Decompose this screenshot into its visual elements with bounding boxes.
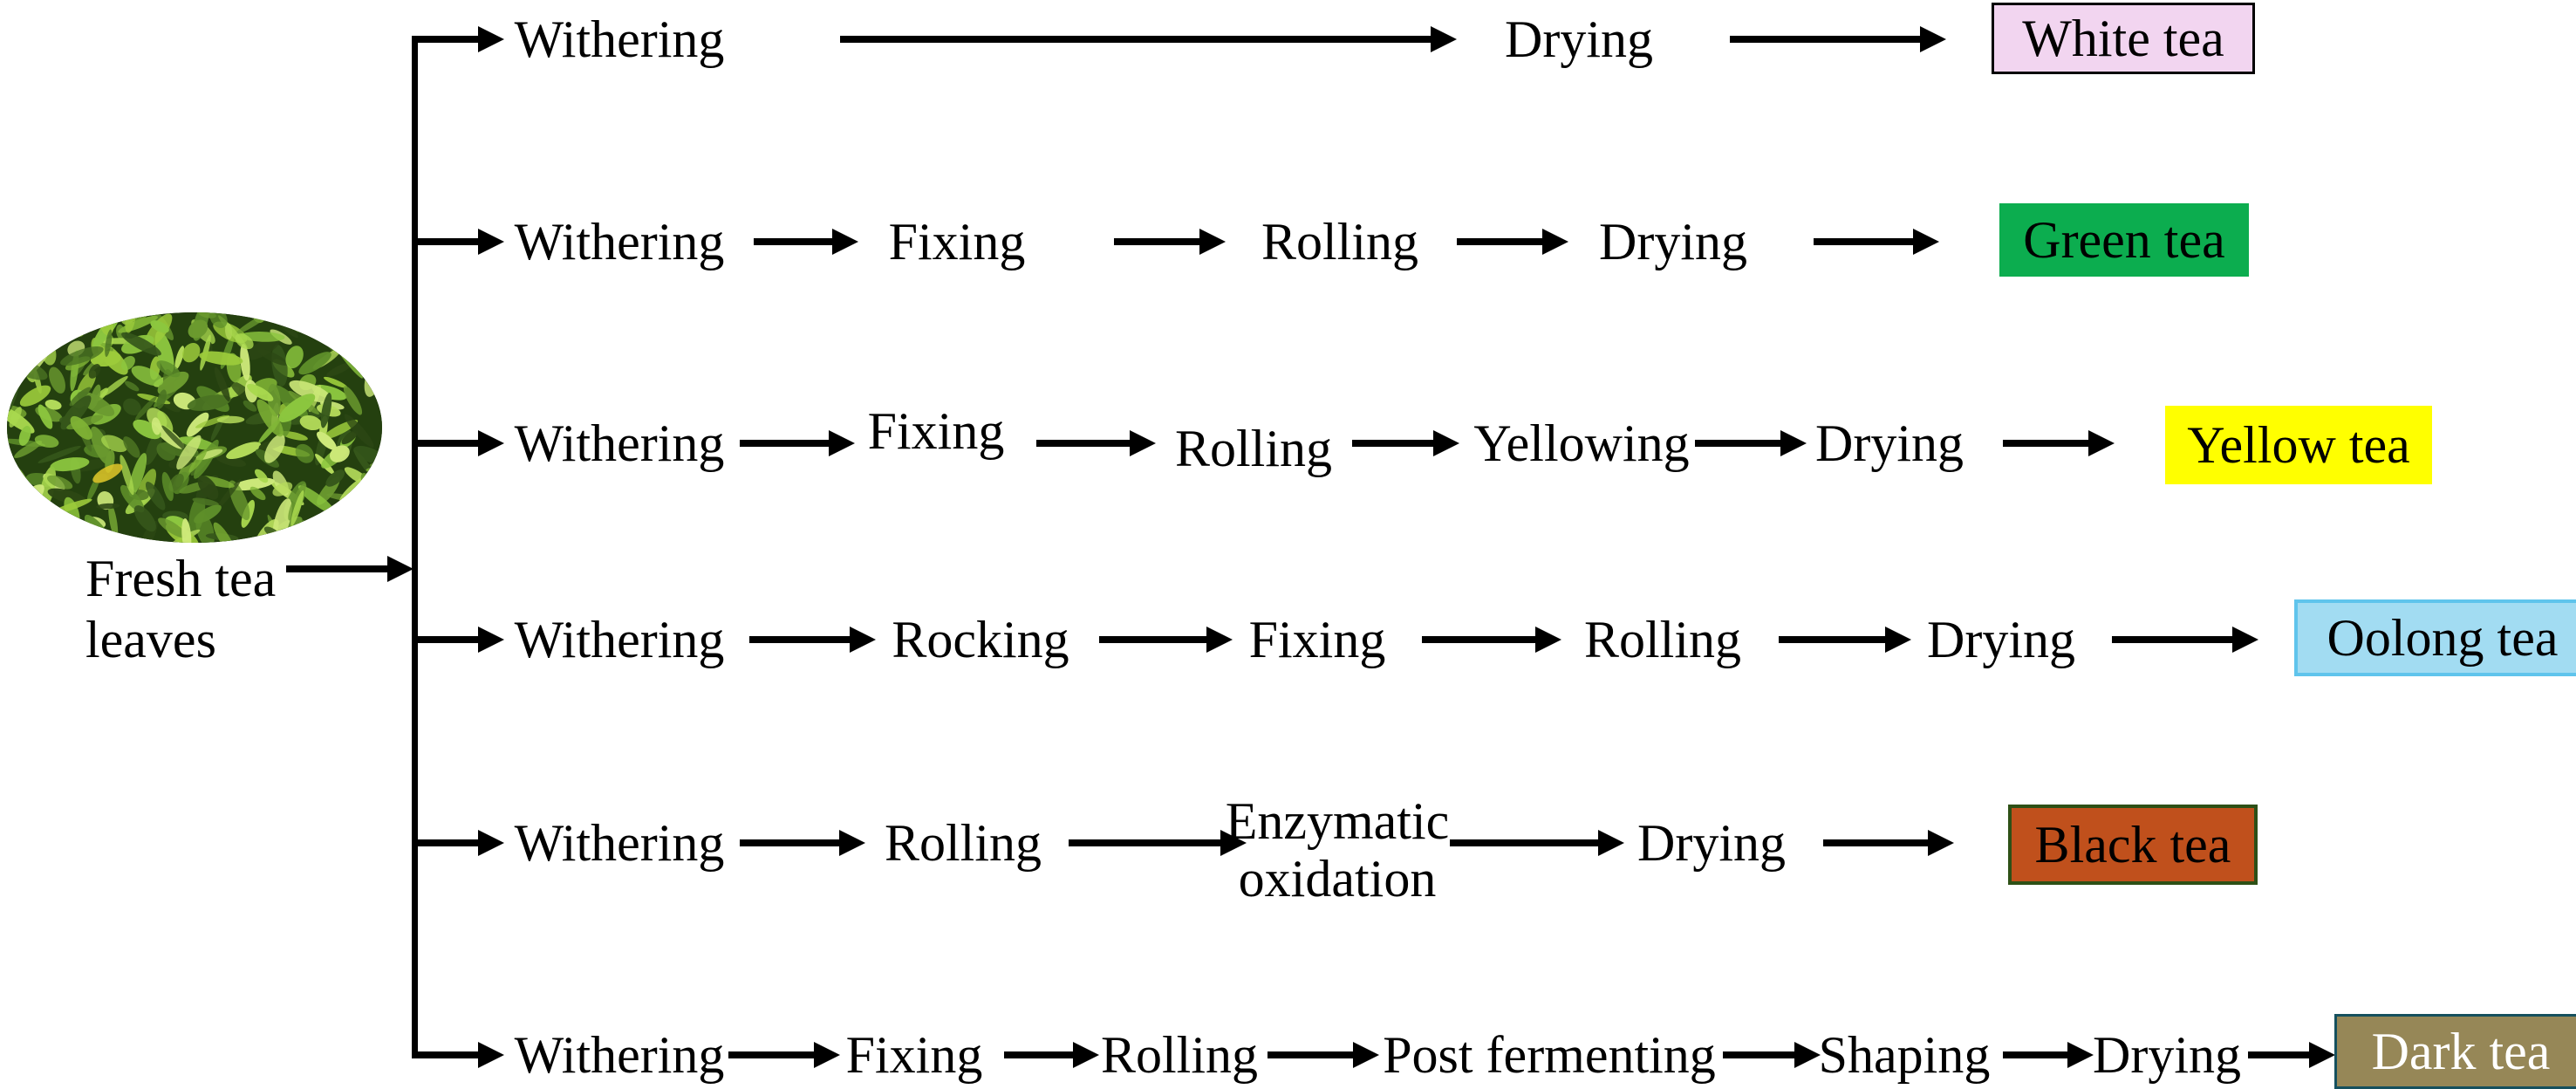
flow-arrow: [2112, 636, 2258, 643]
branch-arrow-row6: [412, 1051, 504, 1058]
product-label: Yellow tea: [2187, 415, 2410, 474]
flow-arrow: [1779, 636, 1911, 643]
flow-arrow: [1099, 636, 1233, 643]
branch-arrow-row2: [412, 238, 504, 245]
step-label: Drying: [2093, 1026, 2241, 1084]
flow-arrow: [2248, 1051, 2335, 1058]
product-box-green-tea: Green tea: [1999, 203, 2249, 277]
product-label: White tea: [2022, 9, 2224, 67]
flow-arrow: [740, 839, 865, 846]
step-label: Withering: [514, 611, 725, 668]
source-label: Fresh tea leaves: [85, 550, 277, 668]
product-box-black-tea: Black tea: [2008, 805, 2258, 885]
step-label: Rolling: [1174, 420, 1333, 477]
flow-arrow: [1730, 36, 1946, 43]
product-box-dark-tea: Dark tea: [2334, 1014, 2576, 1089]
flow-arrow: [1036, 440, 1156, 447]
branch-trunk-line: [412, 36, 418, 1058]
step-label: Drying: [1599, 213, 1747, 271]
flow-arrow: [1422, 636, 1561, 643]
step-label: Rolling: [884, 814, 1042, 872]
product-box-oolong-tea: Oolong tea: [2294, 599, 2576, 676]
step-label: Rolling: [1100, 1026, 1259, 1084]
step-label: Rocking: [892, 611, 1069, 668]
flow-arrow: [740, 440, 855, 447]
step-label: Withering: [514, 10, 725, 68]
flow-arrow: [1823, 839, 1954, 846]
flow-arrow: [749, 636, 876, 643]
flow-arrow: [1695, 440, 1807, 447]
step-label: Fixing: [1248, 611, 1386, 668]
product-box-yellow-tea: Yellow tea: [2165, 406, 2432, 484]
step-label: Fixing: [845, 1026, 983, 1084]
flow-arrow: [1069, 839, 1247, 846]
step-label: Rolling: [1261, 213, 1419, 271]
step-label: Drying: [1927, 611, 2075, 668]
flow-arrow: [1114, 238, 1226, 245]
product-box-white-tea: White tea: [1992, 3, 2255, 74]
product-label: Dark tea: [2371, 1022, 2551, 1080]
step-label: Fixing: [867, 402, 1005, 460]
product-label: Oolong tea: [2327, 608, 2559, 667]
flow-arrow: [1004, 1051, 1099, 1058]
branch-arrow-row4: [412, 636, 504, 643]
step-label: Drying: [1505, 10, 1653, 68]
flow-arrow: [1450, 839, 1624, 846]
step-label: Enzymatic oxidation: [1225, 792, 1450, 908]
step-label: Withering: [514, 814, 725, 872]
step-label: Post fermenting: [1383, 1026, 1716, 1084]
flow-arrow: [728, 1051, 840, 1058]
flow-arrow: [1814, 238, 1939, 245]
flow-arrow: [1723, 1051, 1821, 1058]
flow-arrow: [1352, 440, 1459, 447]
source-arrow: [286, 565, 413, 572]
step-label: Drying: [1815, 414, 1964, 472]
step-label: Yellowing: [1473, 414, 1690, 472]
step-label: Withering: [514, 1026, 725, 1084]
step-label: Withering: [514, 414, 725, 472]
flow-arrow: [1268, 1051, 1379, 1058]
step-label: Shaping: [1818, 1026, 1991, 1084]
step-label: Fixing: [888, 213, 1026, 271]
step-label: Withering: [514, 213, 725, 271]
flow-arrow: [2003, 1051, 2094, 1058]
step-label: Rolling: [1583, 611, 1742, 668]
product-label: Black tea: [2034, 815, 2231, 873]
step-label: Drying: [1637, 814, 1786, 872]
flow-arrow: [754, 238, 858, 245]
flow-arrow: [840, 36, 1457, 43]
flow-arrow: [2003, 440, 2115, 447]
branch-arrow-row3: [412, 440, 504, 447]
flow-arrow: [1457, 238, 1568, 245]
product-label: Green tea: [2023, 210, 2225, 269]
branch-arrow-row5: [412, 839, 504, 846]
fresh-tea-leaves-photo: [7, 312, 382, 543]
branch-arrow-row1: [412, 36, 504, 43]
